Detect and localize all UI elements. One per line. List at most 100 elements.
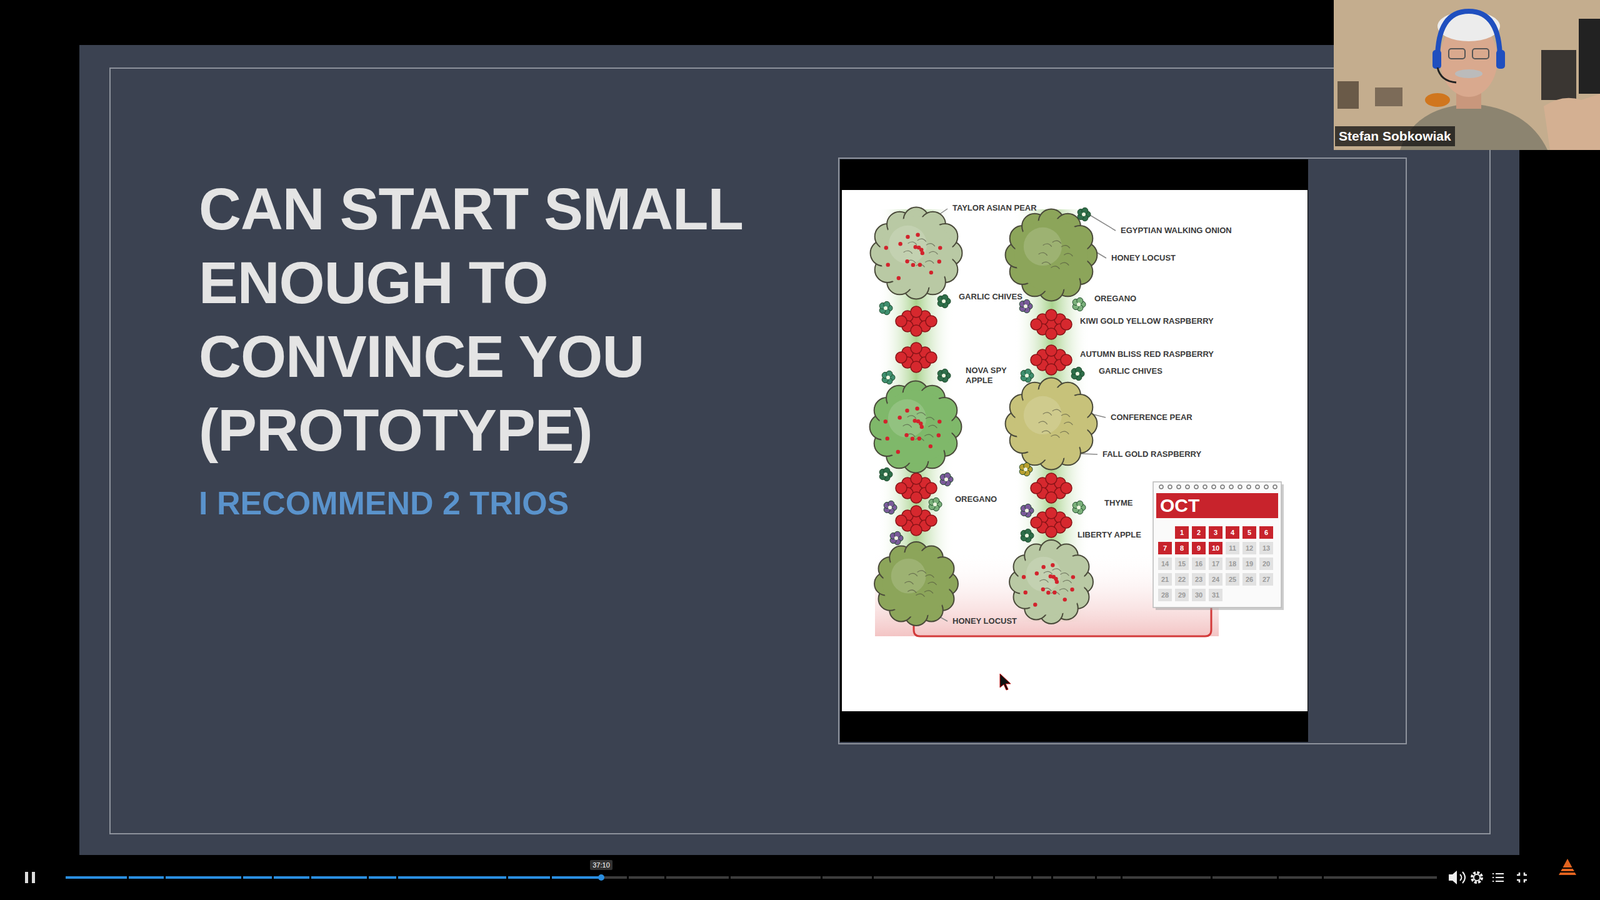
image-frame (838, 158, 1407, 744)
progress-segment (311, 876, 367, 879)
progress-segment (398, 876, 507, 879)
slide-title: CAN START SMALL ENOUGH TO CONVINCE YOU (… (198, 172, 824, 468)
participant-name: Stefan Sobkowiak (1335, 126, 1455, 147)
plant-label: CONFERENCE PEAR (1110, 412, 1193, 423)
player-logo (1558, 858, 1577, 875)
calendar-day: 6 (1259, 526, 1274, 539)
progress-segment (822, 876, 872, 879)
herb-icon (1077, 207, 1091, 221)
calendar-day: 30 (1191, 588, 1206, 602)
plant-label: KIWI GOLD YELLOW RASPBERRY (1080, 316, 1214, 327)
progress-segment (508, 876, 550, 879)
progress-segment (1053, 876, 1095, 879)
raspberry-bush (1030, 473, 1072, 504)
herb-icon (879, 467, 893, 481)
tree-icon (870, 381, 962, 474)
herb-icon (937, 294, 951, 308)
herb-icon (937, 368, 951, 382)
plant-label: AUTUMN BLISS RED RASPBERRY (1080, 349, 1214, 360)
calendar-day: 11 (1225, 541, 1240, 555)
raspberry-bush (895, 505, 937, 536)
calendar-day: 25 (1225, 573, 1240, 586)
calendar-day: 3 (1208, 526, 1223, 539)
herb-icon (883, 500, 897, 514)
chapters-icon (1492, 873, 1504, 882)
progress-bar (65, 874, 1437, 881)
herb-icon (1020, 528, 1034, 542)
calendar-month: OCT (1160, 493, 1200, 518)
image-ground (841, 190, 1308, 712)
calendar-day: 14 (1158, 557, 1172, 570)
tree-icon (1005, 378, 1098, 470)
progress-segment (628, 876, 665, 879)
time-tooltip: 37:10 (590, 860, 613, 870)
progress-segment (1323, 876, 1437, 879)
settings-icon (1471, 872, 1482, 883)
plant-label: HONEY LOCUST (952, 616, 1017, 627)
progress-segment (368, 876, 397, 879)
planting-band (878, 209, 955, 622)
calendar-day: 7 (1158, 541, 1172, 555)
herb-icon (1019, 462, 1033, 476)
herb-icon (1019, 299, 1033, 313)
calendar-day: 5 (1242, 526, 1257, 539)
mouse-cursor (1000, 673, 1011, 690)
calendar-day: 10 (1208, 541, 1223, 555)
herb-icon (928, 497, 942, 511)
progress-segment (273, 876, 310, 879)
garden-illustration (870, 207, 1098, 626)
plant-label: GARLIC CHIVES (1098, 366, 1163, 377)
tree-icon (870, 207, 963, 300)
tree-icon (1009, 540, 1094, 624)
progress-segment (1096, 876, 1121, 879)
raspberry-bush (895, 306, 937, 337)
plant-label: OREGANO (1094, 293, 1137, 304)
raspberry-bush (1030, 507, 1072, 538)
calendar-day: 13 (1259, 541, 1274, 555)
playhead (598, 874, 605, 881)
herb-icon (940, 472, 954, 486)
herb-icon (879, 301, 893, 315)
progress-segment (1278, 876, 1322, 879)
slide-subtitle: I RECOMMEND 2 TRIOS (198, 484, 569, 522)
volume-icon (1448, 870, 1465, 885)
calendar-day: 16 (1191, 557, 1206, 570)
herb-icon (1020, 503, 1034, 517)
progress-segment (730, 876, 821, 879)
progress-segment (243, 876, 272, 879)
calendar-day: 26 (1242, 573, 1257, 586)
calendar-day: 22 (1175, 573, 1189, 586)
calendar-day: 2 (1191, 526, 1206, 539)
pause-icon (25, 871, 35, 884)
herb-icon (1071, 366, 1085, 380)
calendar-day: 15 (1175, 557, 1189, 570)
raspberry-bush (895, 473, 937, 504)
tree-icon (1005, 209, 1098, 302)
planting-band (1013, 209, 1090, 622)
plant-label: FALL GOLD RASPBERRY (1102, 449, 1202, 460)
progress-segment (1212, 876, 1277, 879)
plant-label: THYME (1104, 498, 1134, 509)
calendar-day: 12 (1242, 541, 1257, 555)
progress-segment (65, 876, 127, 879)
progress-segment (1033, 876, 1052, 879)
progress-segment (873, 876, 994, 879)
progress-segment (601, 876, 627, 879)
raspberry-bush (1030, 309, 1072, 340)
leader-lines (937, 208, 1116, 622)
progress-segment (666, 876, 729, 879)
calendar-day: 29 (1175, 588, 1189, 602)
tree-icon (874, 541, 959, 626)
progress-segment (995, 876, 1032, 879)
calendar-day: 1 (1175, 526, 1189, 539)
plant-label: GARLIC CHIVES (958, 291, 1023, 302)
calendar-icon (1153, 481, 1284, 610)
harvest-glow (875, 550, 1219, 637)
raspberry-bush (895, 342, 937, 373)
herb-icon (881, 370, 895, 384)
calendar-day: 27 (1259, 573, 1274, 586)
slide-border (110, 68, 1490, 834)
slide-panel (79, 45, 1520, 855)
herb-icon (1020, 368, 1034, 382)
